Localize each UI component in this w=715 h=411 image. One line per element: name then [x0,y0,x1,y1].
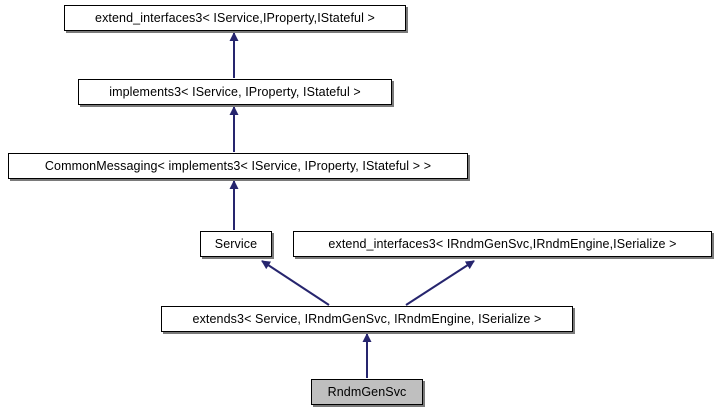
node-label: RndmGenSvc [327,384,407,399]
node-label: Service [214,236,258,251]
node-label: extend_interfaces3< IRndmGenSvc,IRndmEng… [328,236,677,251]
node-extend-interfaces3-iservice[interactable]: extend_interfaces3< IService,IProperty,I… [64,5,406,31]
node-label: implements3< IService, IProperty, IState… [109,84,361,99]
node-label: extends3< Service, IRndmGenSvc, IRndmEng… [192,311,542,326]
node-label: CommonMessaging< implements3< IService, … [44,158,432,173]
node-service[interactable]: Service [200,231,272,257]
node-commonmessaging[interactable]: CommonMessaging< implements3< IService, … [8,153,468,179]
node-rndmgensvc[interactable]: RndmGenSvc [311,379,423,405]
edge-extends3-to-extend-interfaces3-rndm [405,260,475,306]
node-extends3-service-irndmgensvc[interactable]: extends3< Service, IRndmGenSvc, IRndmEng… [161,306,573,332]
node-label: extend_interfaces3< IService,IProperty,I… [95,10,375,25]
edge-extends3-to-service [261,260,330,306]
node-extend-interfaces3-irndmgensvc[interactable]: extend_interfaces3< IRndmGenSvc,IRndmEng… [293,231,712,257]
node-implements3-iservice[interactable]: implements3< IService, IProperty, IState… [78,79,392,105]
